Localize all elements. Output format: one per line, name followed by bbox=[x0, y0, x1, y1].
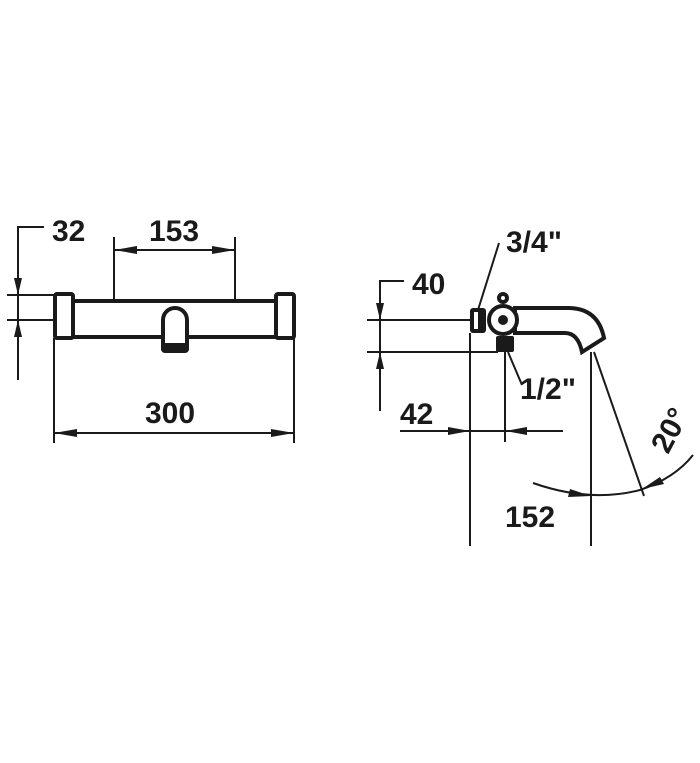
left-end-cap bbox=[53, 292, 75, 340]
outlet-leader-line bbox=[507, 351, 523, 386]
outlet-fitting bbox=[496, 336, 514, 352]
arrow bbox=[14, 278, 22, 295]
dim-height-label: 40 bbox=[412, 268, 445, 301]
arrow bbox=[376, 303, 384, 320]
dim-width-label: 300 bbox=[145, 397, 195, 430]
dim-center-distance-label: 153 bbox=[149, 215, 199, 248]
height-dimension-line bbox=[17, 226, 44, 380]
arrow bbox=[642, 477, 664, 489]
dim-height-label: 32 bbox=[52, 215, 85, 248]
thread-inlet-label: 3/4" bbox=[506, 226, 562, 259]
angle-line bbox=[593, 351, 645, 497]
spout bbox=[161, 306, 189, 350]
arrow bbox=[271, 429, 294, 437]
spout bbox=[513, 306, 607, 356]
side-view: 40 3/4" 1/2" 42 20° 152 bbox=[367, 226, 695, 546]
inlet-leader-line bbox=[477, 242, 500, 311]
dim-projection-label: 152 bbox=[505, 501, 555, 534]
arrow bbox=[376, 352, 384, 369]
arrow bbox=[212, 246, 235, 254]
dim-angle-label: 20° bbox=[645, 403, 695, 459]
height-dimension-line bbox=[379, 280, 404, 411]
arrow bbox=[54, 429, 77, 437]
arrow bbox=[505, 427, 527, 435]
arrow bbox=[114, 246, 137, 254]
dim-offset-label: 42 bbox=[400, 398, 433, 431]
valve-center bbox=[498, 315, 508, 325]
right-end-cap bbox=[274, 292, 296, 340]
front-view: 32 153 300 bbox=[7, 215, 296, 443]
arrow bbox=[448, 427, 470, 435]
thread-outlet-label: 1/2" bbox=[520, 373, 576, 406]
arrow bbox=[14, 320, 22, 337]
angle-arc bbox=[532, 454, 694, 497]
nut-highlight bbox=[474, 312, 478, 329]
spout-outlet bbox=[161, 343, 189, 353]
arrow bbox=[568, 489, 591, 497]
valve-knob bbox=[497, 292, 509, 304]
